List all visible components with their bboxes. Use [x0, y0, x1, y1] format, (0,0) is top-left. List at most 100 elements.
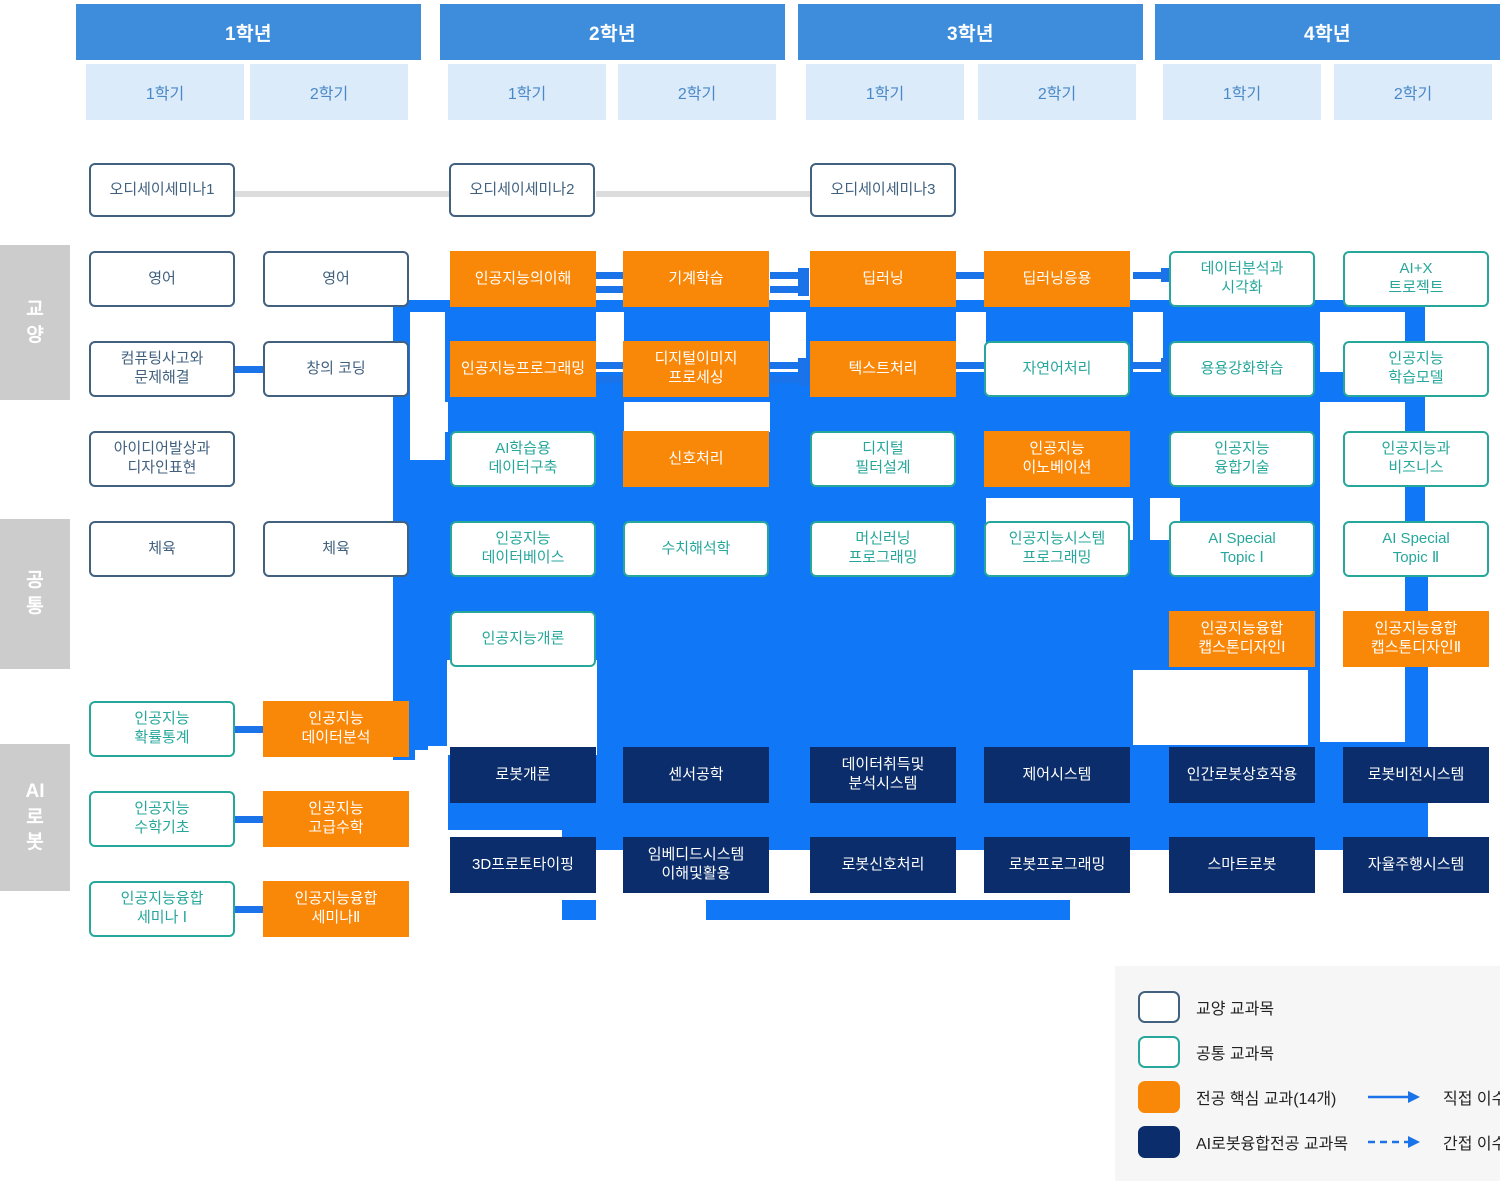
course-box-y2s2-1[interactable]: 기계학습 — [623, 251, 769, 307]
category-line: 로 — [26, 806, 44, 828]
course-box-y3s1-1[interactable]: 딥러닝 — [810, 251, 956, 307]
legend-arrow-label-1: 간접 이수 — [1443, 1136, 1500, 1153]
course-box-y3s1-2[interactable]: 텍스트처리 — [810, 341, 956, 397]
course-box-y3s1-6[interactable]: 로봇신호처리 — [810, 837, 956, 893]
course-box-y1s2-3[interactable]: 체육 — [263, 521, 409, 577]
flood-notch-10 — [447, 660, 597, 755]
course-box-y4s1-6[interactable]: 인간로봇상호작용 — [1169, 747, 1315, 803]
arrow-line-11 — [770, 376, 798, 383]
year-header-4: 4학년 — [1155, 4, 1500, 60]
legend-label-2: 전공 핵심 교과(14개) — [1196, 1091, 1337, 1108]
course-box-y2s2-5[interactable]: 센서공학 — [623, 747, 769, 803]
arrow-line-9 — [770, 286, 798, 293]
flood-notch-7 — [413, 402, 448, 432]
course-box-y2s1-7[interactable]: 3D프로토타이핑 — [450, 837, 596, 893]
course-box-y4s2-6[interactable]: 로봇비전시스템 — [1343, 747, 1489, 803]
category-line: 공 — [26, 570, 44, 592]
year-header-3: 3학년 — [798, 4, 1143, 60]
arrow-line-3 — [235, 906, 263, 913]
arrow-line-10 — [770, 362, 798, 369]
flood-notch-9 — [1133, 670, 1308, 745]
flood-notch-0 — [410, 312, 445, 460]
arrow-dashed-icon — [1368, 1136, 1420, 1148]
legend-swatch-gy — [1138, 991, 1180, 1023]
course-box-y1s2-1[interactable]: 영어 — [263, 251, 409, 307]
legend-arrow-solid — [1368, 1081, 1438, 1113]
course-box-y3s2-5[interactable]: 제어시스템 — [984, 747, 1130, 803]
semester-header-y3-s2: 2학기 — [978, 64, 1136, 120]
course-box-y4s1-2[interactable]: 용용강화학습 — [1169, 341, 1315, 397]
course-box-y4s1-7[interactable]: 스마트로봇 — [1169, 837, 1315, 893]
arrow-head-9 — [798, 282, 809, 296]
seminar-box-3[interactable]: 오디세이세미나3 — [810, 163, 956, 217]
legend-swatch-mj — [1138, 1081, 1180, 1113]
semester-header-y2-s1: 1학기 — [448, 64, 606, 120]
course-box-y2s1-5[interactable]: 인공지능개론 — [450, 611, 596, 667]
course-box-y2s2-3[interactable]: 신호처리 — [623, 431, 769, 487]
seminar-connector-0 — [235, 191, 450, 197]
course-box-y4s2-7[interactable]: 자율주행시스템 — [1343, 837, 1489, 893]
arrow-head-8 — [798, 268, 809, 282]
arrow-line-13 — [956, 362, 984, 369]
course-box-y2s1-6[interactable]: 로봇개론 — [450, 747, 596, 803]
category-line: 통 — [26, 596, 44, 617]
course-box-y3s2-6[interactable]: 로봇프로그래밍 — [984, 837, 1130, 893]
seminar-box-1[interactable]: 오디세이세미나1 — [89, 163, 235, 217]
category-line: 봇 — [26, 832, 44, 854]
semester-header-y1-s2: 2학기 — [250, 64, 408, 120]
year-header-1: 1학년 — [76, 4, 421, 60]
course-box-y2s2-4[interactable]: 수치해석학 — [623, 521, 769, 577]
category-line: 양 — [26, 324, 44, 346]
semester-header-y1-s1: 1학기 — [86, 64, 244, 120]
legend-label-1: 공통 교과목 — [1196, 1046, 1275, 1063]
legend-swatch-gt — [1138, 1036, 1180, 1068]
arrow-line-0 — [235, 366, 263, 373]
course-box-y3s2-2[interactable]: 자연어처리 — [984, 341, 1130, 397]
legend-label-0: 교양 교과목 — [1196, 1001, 1275, 1018]
arrow-line-2 — [235, 816, 263, 823]
category-line: 교 — [26, 298, 44, 320]
category-line: AI — [25, 781, 45, 803]
arrow-line-7 — [596, 376, 624, 383]
course-box-y1s1-4[interactable]: 체육 — [89, 521, 235, 577]
course-box-y3s2-1[interactable]: 딥러닝응용 — [984, 251, 1130, 307]
arrow-line-8 — [770, 272, 798, 279]
arrow-head-10 — [798, 358, 809, 372]
semester-header-y4-s2: 2학기 — [1334, 64, 1492, 120]
legend-label-3: AI로봇융합전공 교과목 — [1196, 1136, 1349, 1153]
course-box-y2s1-2[interactable]: 인공지능프로그래밍 — [450, 341, 596, 397]
flood-notch-14 — [415, 920, 1430, 960]
arrow-line-5 — [596, 286, 624, 293]
course-box-y2s1-1[interactable]: 인공지능의이해 — [450, 251, 596, 307]
course-box-y1s2-2[interactable]: 창의 코딩 — [263, 341, 409, 397]
course-box-y1s1-1[interactable]: 영어 — [89, 251, 235, 307]
seminar-box-2[interactable]: 오디세이세미나2 — [449, 163, 595, 217]
